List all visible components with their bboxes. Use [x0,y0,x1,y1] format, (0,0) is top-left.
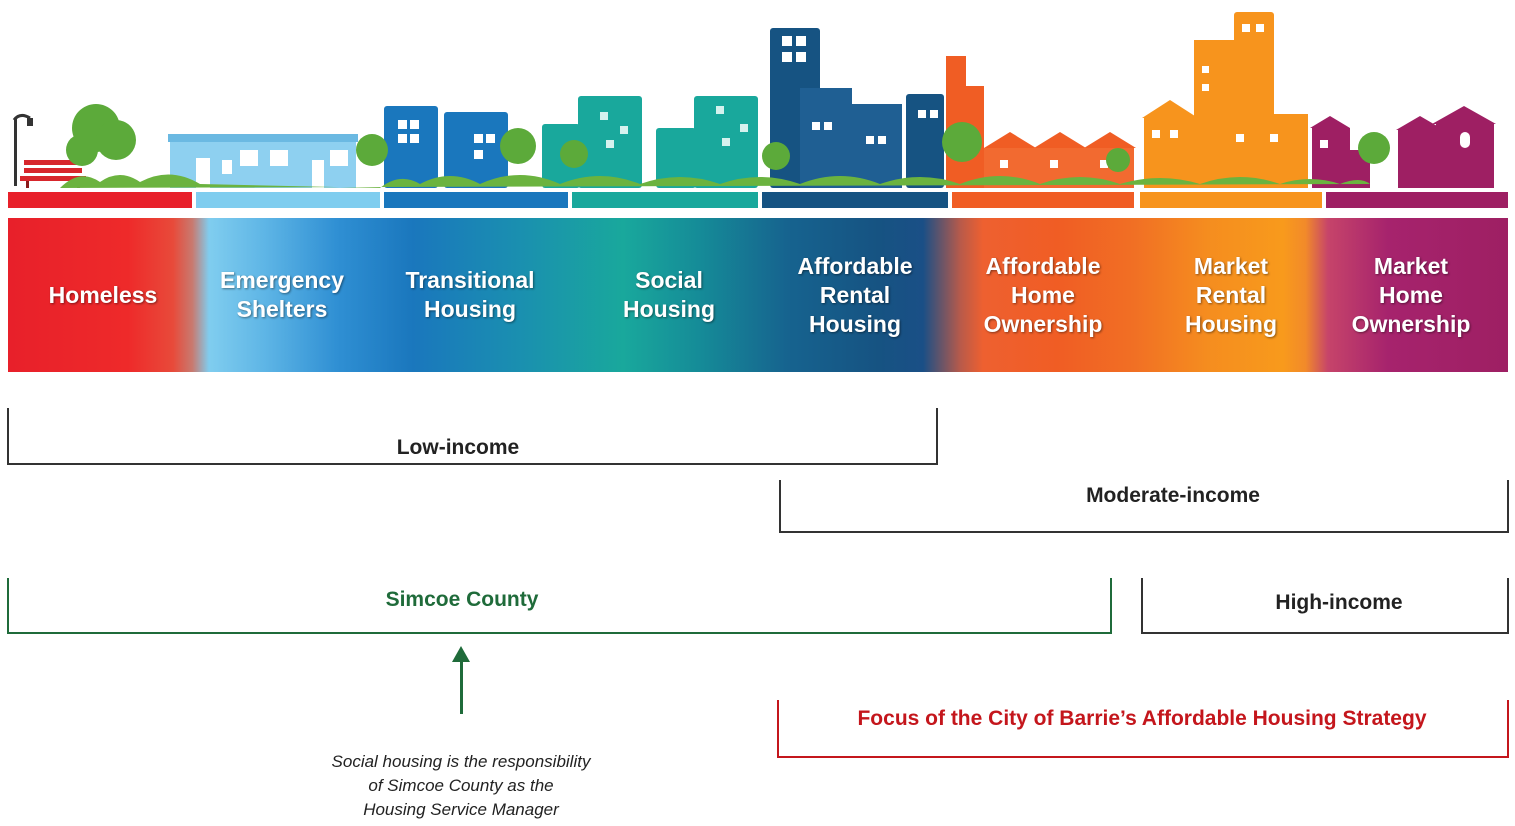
category-strip-affordable-ownership [952,192,1134,208]
ground-shrubs [60,174,1370,188]
category-strip-transitional [384,192,568,208]
affordable-ownership-houses-icon [946,56,1136,188]
category-strip-market-ownership [1326,192,1508,208]
moderate-income-bracket [779,480,1509,533]
category-label-market-rental-housing: Market Rental Housing [1185,252,1277,337]
category-label-transitional-housing: Transitional Housing [405,267,535,322]
category-strip-affordable-rental [762,192,948,208]
simcoe-responsibility-note: Social housing is the responsibility of … [331,752,591,819]
high-income-label: High-income [1275,591,1403,614]
city-skyline-illustration [12,12,1496,188]
category-strip-social [572,192,758,208]
transitional-buildings-icon [384,106,508,188]
category-label-social-housing: Social Housing [623,267,715,322]
shelter-building-icon [168,134,358,188]
tree-icons [66,104,1390,172]
market-rental-buildings-icon [1142,12,1308,188]
category-label-market-home-ownership: Market Home Ownership [1351,252,1471,337]
simcoe-county-label: Simcoe County [385,588,539,611]
arrow-up-icon [452,646,470,662]
category-label-affordable-rental-housing: Affordable Rental Housing [797,252,913,337]
lamp-post-icon [12,113,33,186]
category-strip-emergency-shelters [196,192,380,208]
high-income-bracket [1141,578,1509,634]
category-label-emergency-shelters: Emergency Shelters [219,267,344,322]
focus-strategy-label: Focus of the City of Barrie’s Affordable… [857,707,1427,730]
moderate-income-label: Moderate-income [1086,484,1260,507]
affordable-rental-buildings-icon [770,28,944,188]
social-housing-buildings-icon [542,96,758,188]
market-ownership-houses-icon [1310,106,1496,188]
housing-continuum-band [8,218,1508,372]
focus-bracket [777,700,1509,758]
low-income-bracket [7,408,938,465]
category-label-homeless: Homeless [48,281,158,308]
simcoe-county-bracket [7,578,1112,634]
category-strip-market-rental [1140,192,1322,208]
category-strip-homeless [8,192,192,208]
arrow-shaft [460,658,463,714]
category-label-affordable-home-ownership: Affordable Home Ownership [983,252,1103,337]
low-income-label: Low-income [396,436,520,459]
